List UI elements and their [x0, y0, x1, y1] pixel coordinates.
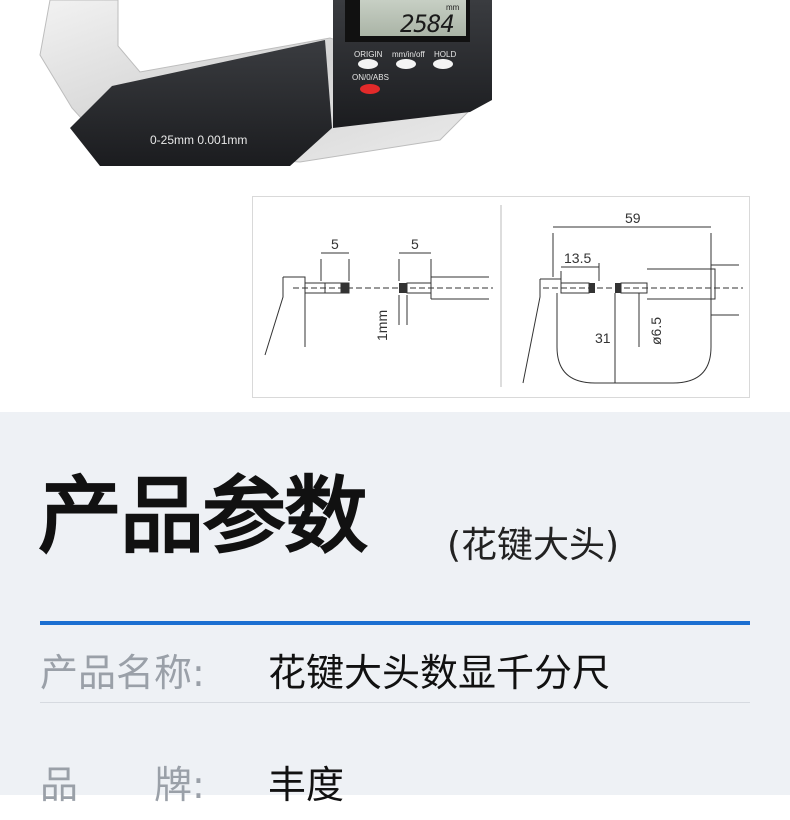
params-heading: 产品参数	[38, 467, 368, 565]
dim-depth: 31	[595, 330, 611, 346]
origin-button[interactable]	[358, 59, 378, 69]
power-label: ON/0/ABS	[352, 73, 389, 82]
dimension-drawing: 5 5 1mm 59	[252, 196, 750, 398]
origin-label: ORIGIN	[354, 50, 383, 59]
product-params-section	[0, 412, 790, 795]
lcd-unit: mm	[446, 3, 460, 12]
mode-button[interactable]	[396, 59, 416, 69]
label-plate	[70, 40, 332, 166]
param-value: 花键大头数显千分尺	[268, 651, 611, 695]
dim-left-anvil: 5	[331, 236, 339, 252]
param-label: 产品名称:	[40, 651, 205, 695]
param-row-brand: 品 牌: 丰度	[40, 760, 750, 820]
dim-overall: 59	[625, 210, 641, 226]
dim-diameter: ø6.5	[648, 317, 664, 345]
dim-right-anvil: 5	[411, 236, 419, 252]
product-image-area: 0-25mm 0.001mm mm 2584 ORIGIN mm/in/off …	[39, 0, 750, 398]
dim-offset: 13.5	[564, 250, 591, 266]
micrometer-photo: 0-25mm 0.001mm mm 2584 ORIGIN mm/in/off …	[39, 0, 492, 166]
dim-thickness: 1mm	[374, 310, 390, 341]
mode-label: mm/in/off	[392, 50, 426, 59]
range-text: 0-25mm 0.001mm	[150, 133, 247, 147]
row-divider	[40, 702, 750, 703]
hold-button[interactable]	[433, 59, 453, 69]
lcd-reading: 2584	[400, 10, 454, 38]
heading-underline	[40, 621, 750, 625]
param-label: 品 牌:	[40, 763, 205, 807]
param-row-product-name: 产品名称: 花键大头数显千分尺	[40, 648, 750, 708]
params-heading-note: (花键大头)	[447, 525, 620, 566]
lcd-screen	[360, 0, 466, 36]
power-button[interactable]	[360, 84, 380, 94]
hold-label: HOLD	[434, 50, 456, 59]
param-value: 丰度	[268, 763, 345, 807]
